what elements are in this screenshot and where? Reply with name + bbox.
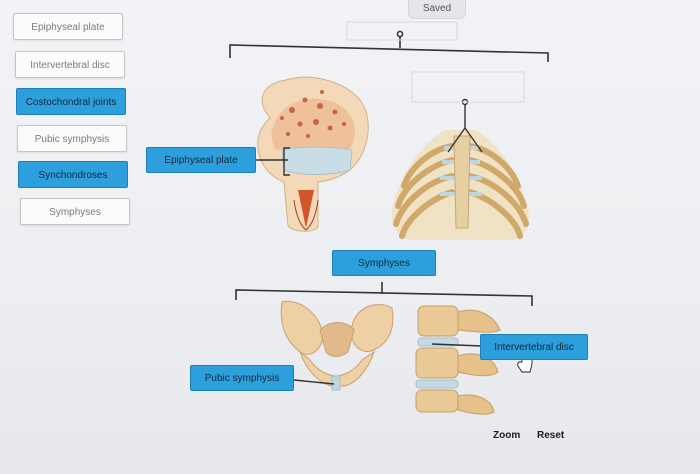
bank-tile-symphyses[interactable]: Symphyses xyxy=(20,198,130,225)
intervertebral-leader-line xyxy=(431,343,483,347)
placed-label-symphyses[interactable]: Symphyses xyxy=(332,250,436,276)
pubic-symphysis-leader-line xyxy=(293,379,335,385)
epiphyseal-leader-line xyxy=(255,147,290,176)
bank-tile-epiphyseal-plate[interactable]: Epiphyseal plate xyxy=(13,13,123,40)
top-bracket-line xyxy=(229,30,549,62)
saved-status: Saved xyxy=(408,0,466,19)
placed-label-pubic-symphysis[interactable]: Pubic symphysis xyxy=(190,365,294,391)
zoom-button[interactable]: Zoom xyxy=(493,430,521,441)
long-bone-illustration xyxy=(257,76,369,232)
reset-button[interactable]: Reset xyxy=(537,430,565,441)
bottom-bracket-line xyxy=(235,282,533,306)
pelvis-illustration xyxy=(280,300,394,391)
bank-tile-pubic-symphysis[interactable]: Pubic symphysis xyxy=(17,125,127,152)
bank-tile-costochondral-joints[interactable]: Costochondral joints xyxy=(16,88,126,115)
vertebrae-illustration xyxy=(415,305,501,415)
placed-label-intervertebral-disc[interactable]: Intervertebral disc xyxy=(480,334,588,360)
placed-label-epiphyseal-plate[interactable]: Epiphyseal plate xyxy=(146,147,256,173)
bank-tile-intervertebral-disc[interactable]: Intervertebral disc xyxy=(15,51,125,78)
bank-tile-synchondroses[interactable]: Synchondroses xyxy=(18,161,128,188)
rib-cage-illustration xyxy=(391,130,530,240)
